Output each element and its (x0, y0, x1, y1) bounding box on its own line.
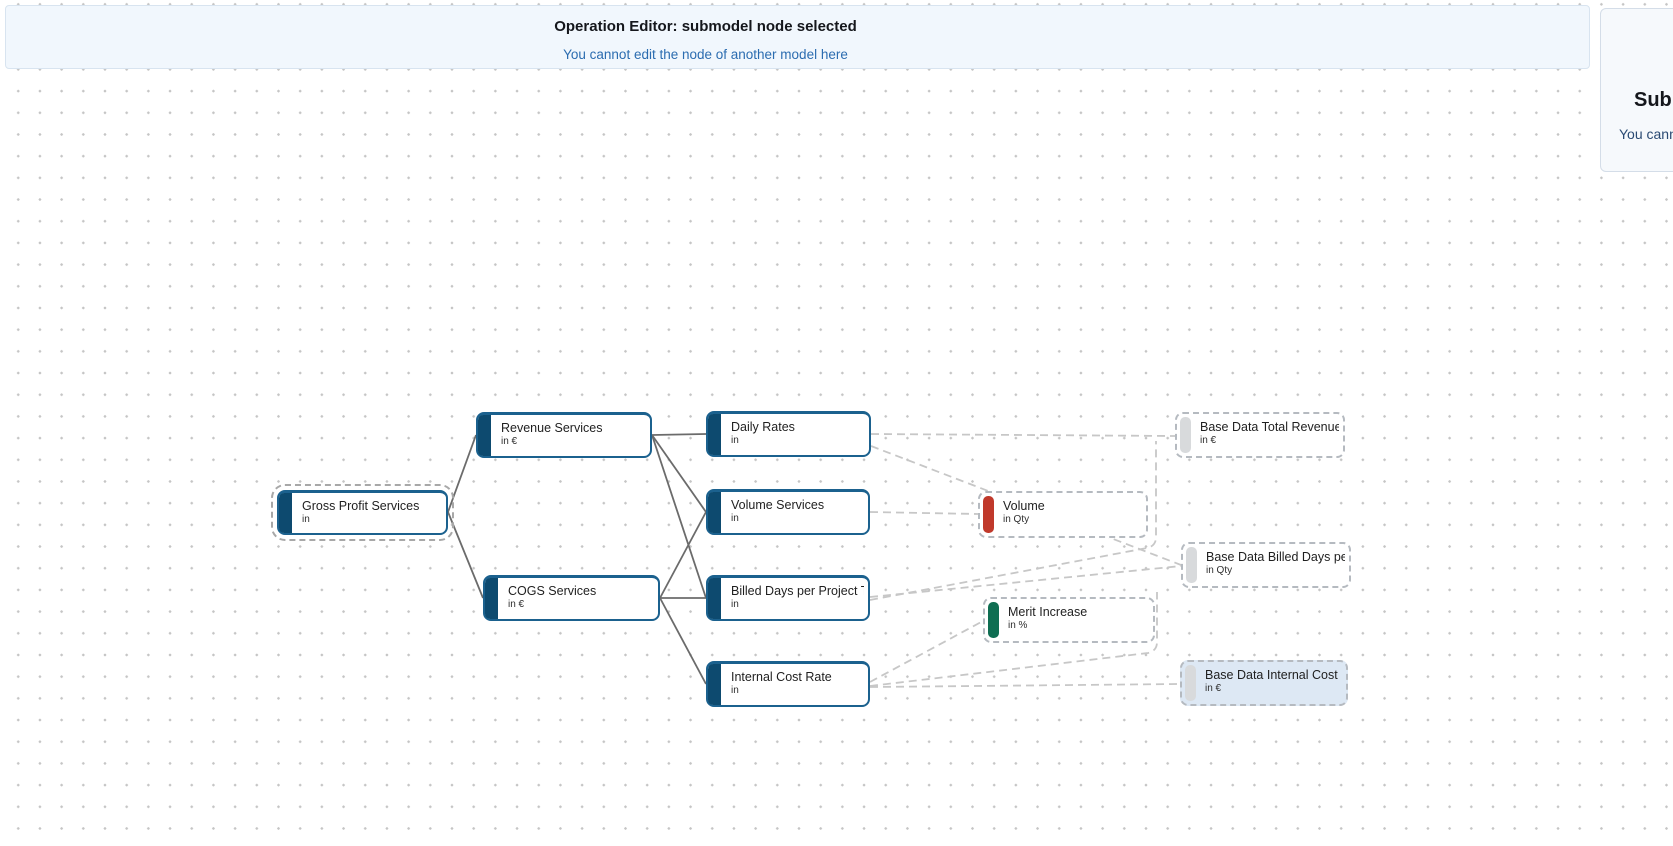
node-text: Gross Profit Services in (302, 499, 442, 526)
node-accent-bar (478, 415, 491, 456)
node-text: Volume in Qty (1003, 499, 1142, 526)
node-text: Merit Increase in % (1008, 605, 1149, 632)
node-daily-rates[interactable]: Daily Rates in (706, 411, 871, 457)
node-accent-bar (279, 493, 292, 533)
node-billed-days-per-project-type[interactable]: Billed Days per Project Type in (706, 575, 870, 621)
node-title: Volume Services (731, 498, 825, 512)
node-accent-bar (988, 602, 999, 638)
node-unit: in Qty (1206, 565, 1233, 576)
node-unit: in (731, 599, 739, 610)
panel-title: Subm (1634, 89, 1673, 111)
node-unit: in (302, 514, 310, 525)
submodel-panel: Subm You cann (1600, 8, 1673, 172)
panel-subtitle: You cann (1619, 126, 1673, 142)
node-text: Daily Rates in (731, 420, 865, 447)
node-unit: in (731, 435, 739, 446)
node-unit: in € (1200, 435, 1217, 446)
node-title: Base Data Internal Cost Rate (1205, 668, 1342, 682)
node-title: Gross Profit Services (302, 499, 420, 513)
node-title: Internal Cost Rate (731, 670, 832, 684)
banner-subtitle: You cannot edit the node of another mode… (563, 47, 848, 62)
status-banner: Operation Editor: submodel node selected… (5, 5, 1590, 69)
node-merit-increase[interactable]: Merit Increase in % (983, 597, 1155, 643)
node-title: Volume (1003, 499, 1045, 513)
node-gross-profit-services[interactable]: Gross Profit Services in (271, 484, 454, 541)
node-text: Internal Cost Rate in (731, 670, 864, 697)
node-text: COGS Services in € (508, 584, 654, 611)
node-volume-services[interactable]: Volume Services in (706, 489, 870, 535)
node-title: Daily Rates (731, 420, 795, 434)
node-title: COGS Services (508, 584, 597, 598)
node-accent-bar (708, 492, 721, 533)
node-volume[interactable]: Volume in Qty (978, 491, 1148, 538)
node-unit: in (731, 685, 739, 696)
node-text: Base Data Total Revenue in € (1200, 420, 1339, 447)
node-title: Merit Increase (1008, 605, 1088, 619)
node-accent-bar (708, 578, 721, 619)
node-unit: in € (1205, 683, 1222, 694)
node-title: Revenue Services (501, 421, 603, 435)
node-title: Base Data Total Revenue (1200, 420, 1339, 434)
node-unit: in € (501, 436, 518, 447)
node-accent-bar (983, 496, 994, 533)
node-accent-bar (1186, 547, 1197, 583)
node-title: Billed Days per Project Type (731, 584, 864, 598)
node-base-data-total-revenue[interactable]: Base Data Total Revenue in € (1175, 412, 1345, 458)
node-text: Base Data Internal Cost Rate in € (1205, 668, 1342, 695)
node-accent-bar (485, 578, 498, 619)
node-internal-cost-rate[interactable]: Internal Cost Rate in (706, 661, 870, 707)
node-base-data-billed-days[interactable]: Base Data Billed Days per Pr... in Qty (1181, 542, 1351, 588)
node-accent-bar (1185, 665, 1196, 701)
banner-title: Operation Editor: submodel node selected (554, 18, 857, 35)
node-accent-bar (708, 664, 721, 705)
node-text: Billed Days per Project Type in (731, 584, 864, 611)
node-unit: in % (1008, 620, 1028, 631)
node-unit: in Qty (1003, 514, 1030, 525)
node-text: Volume Services in (731, 498, 864, 525)
node-accent-bar (708, 414, 721, 455)
node-accent-bar (1180, 417, 1191, 453)
node-title: Base Data Billed Days per Pr... (1206, 550, 1345, 564)
node-text: Base Data Billed Days per Pr... in Qty (1206, 550, 1345, 577)
node-text: Revenue Services in € (501, 421, 646, 448)
node-cogs-services[interactable]: COGS Services in € (483, 575, 660, 621)
node-unit: in (731, 513, 739, 524)
node-base-data-internal-cost-rate[interactable]: Base Data Internal Cost Rate in € (1180, 660, 1348, 706)
node-unit: in € (508, 599, 525, 610)
node-revenue-services[interactable]: Revenue Services in € (476, 412, 652, 458)
